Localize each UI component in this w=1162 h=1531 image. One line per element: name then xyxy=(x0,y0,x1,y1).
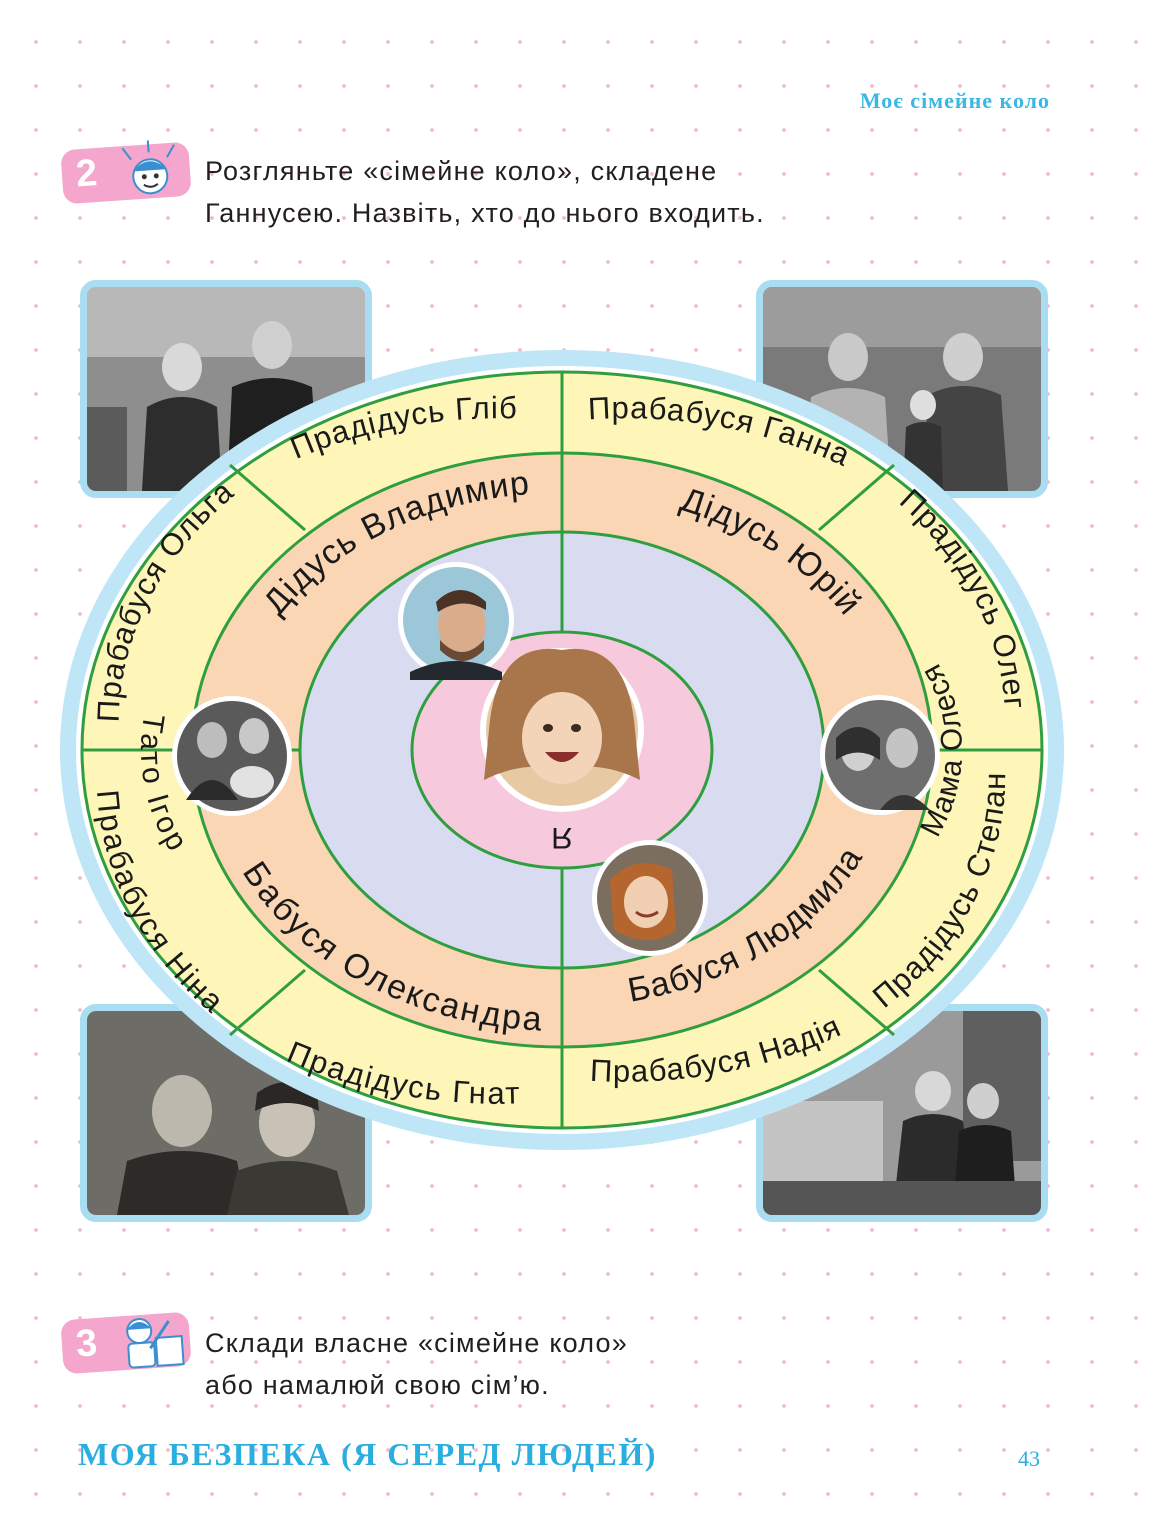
task-3-line-2: або намалюй свою сім’ю. xyxy=(205,1370,550,1400)
section-title: Моє сімейне коло xyxy=(859,88,1050,113)
task-2-line-2: Ганнусею. Назвіть, хто до нього входить. xyxy=(205,198,765,228)
task-3-badge: 3 xyxy=(60,1311,192,1375)
photo-grandparents-right xyxy=(820,695,940,815)
photo-grandparents-left xyxy=(172,696,292,816)
photo-center-child xyxy=(480,648,644,812)
thinking-child-icon xyxy=(121,140,176,195)
task-number: 3 xyxy=(74,1322,99,1366)
page-number: 43 xyxy=(1018,1446,1040,1471)
task-2-badge: 2 xyxy=(60,140,192,205)
label-ya: Я xyxy=(551,821,573,854)
task-2-line-1: Розгляньте «сімейне коло», складене xyxy=(205,156,718,186)
task-3-line-1: Склади власне «сімейне коло» xyxy=(205,1328,628,1358)
chapter-title: МОЯ БЕЗПЕКА (Я СЕРЕД ЛЮДЕЙ) xyxy=(78,1436,657,1472)
task-3-text: Склади власне «сімейне коло» або намалюй… xyxy=(205,1322,628,1406)
task-2-text: Розгляньте «сімейне коло», складене Ганн… xyxy=(205,150,765,234)
drawing-child-icon xyxy=(126,1318,185,1369)
photo-mother xyxy=(592,840,708,956)
photo-father xyxy=(398,562,514,680)
